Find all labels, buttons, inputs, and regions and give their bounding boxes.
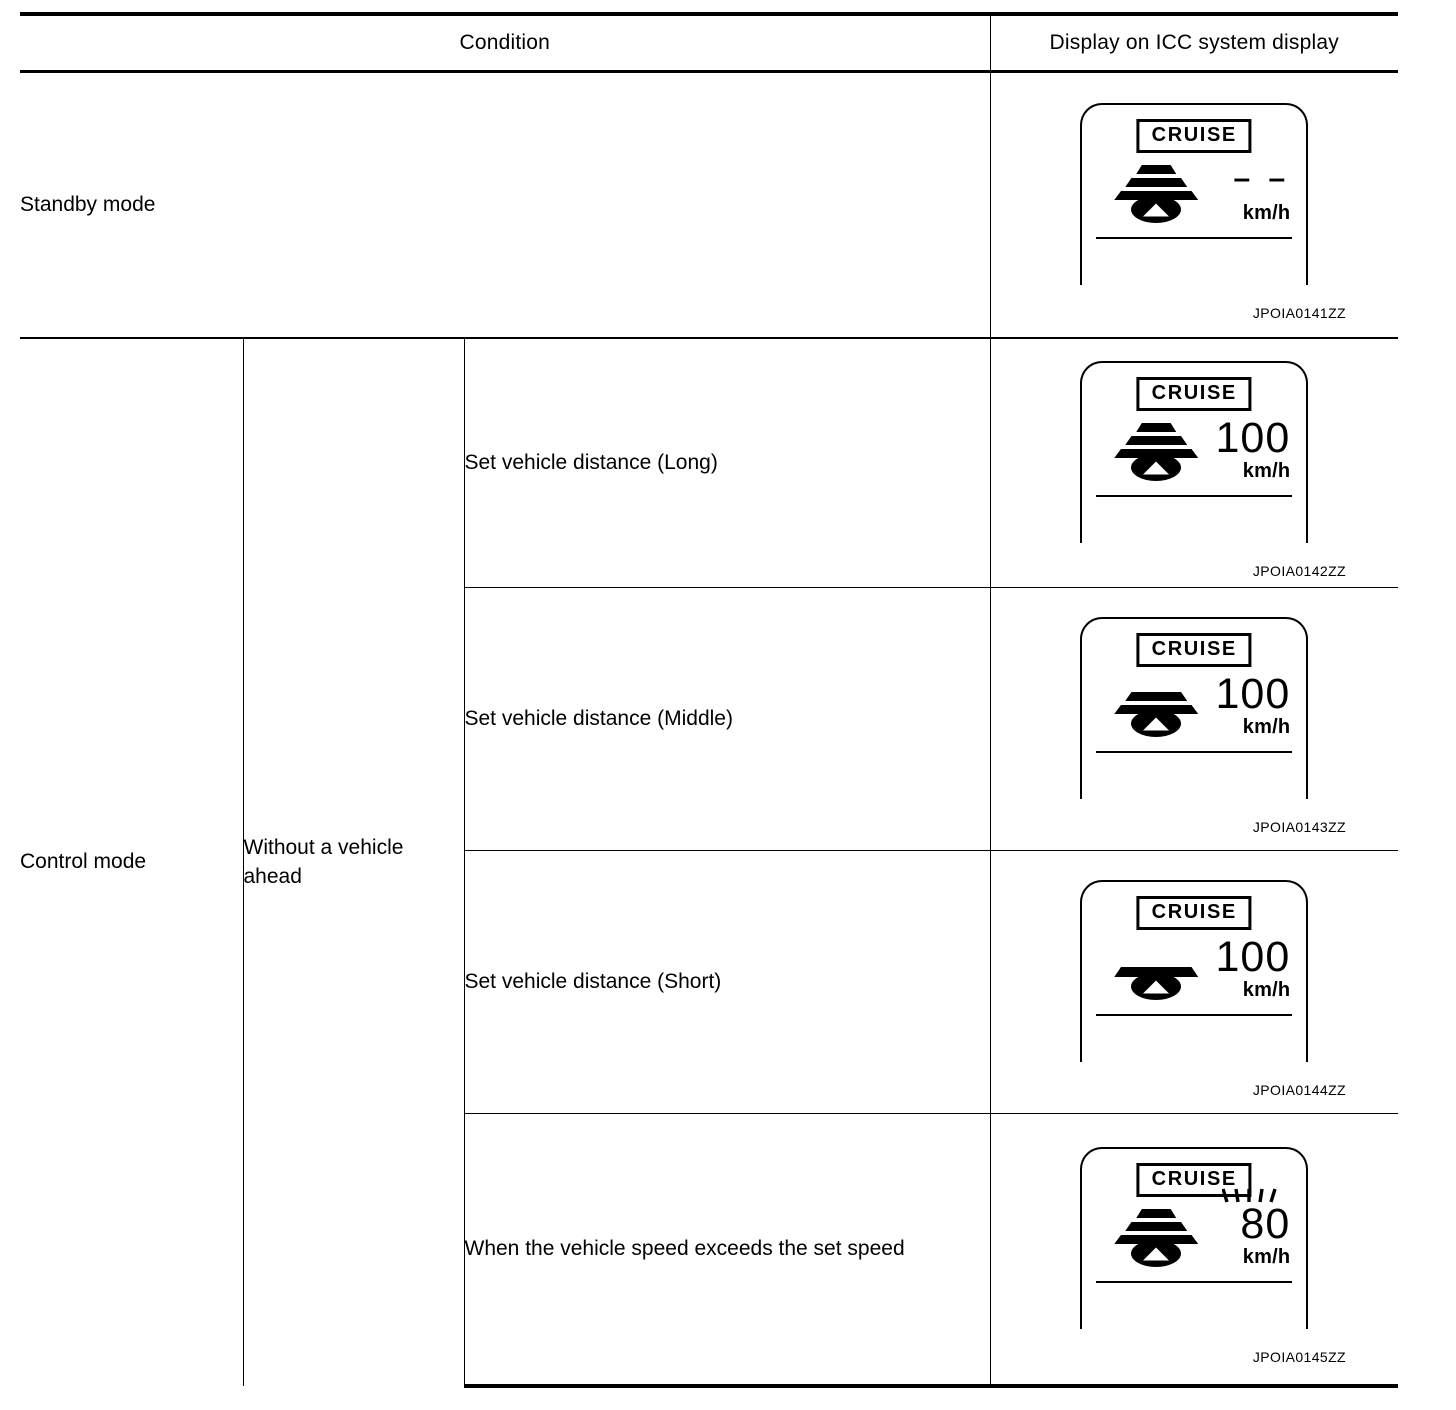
- speed-unit-label: km/h: [1242, 1246, 1291, 1268]
- icc-screen-outline: CRUISE 100 km: [1080, 361, 1309, 543]
- table-row: Set vehicle distance (Short) CRUISE: [20, 850, 1398, 1114]
- icc-figure: CRUISE 100 km/h: [1080, 595, 1309, 805]
- icc-screen-outline: CRUISE – – km: [1080, 103, 1309, 285]
- figure-caption: JPOIA0141ZZ: [1252, 305, 1346, 321]
- set-speed-readout: 100 km/h: [1194, 670, 1291, 739]
- distance-bar-mid-icon: [1125, 178, 1188, 187]
- own-vehicle-icon: [1131, 454, 1182, 481]
- speed-unit-label: km/h: [1242, 716, 1291, 738]
- figure-caption: JPOIA0143ZZ: [1252, 819, 1346, 835]
- cruise-indicator: CRUISE: [1136, 119, 1252, 153]
- cruise-indicator: CRUISE: [1136, 633, 1252, 667]
- row-2-detail: Set vehicle distance (Middle): [464, 587, 991, 851]
- table-row: Standby mode CRUISE: [20, 71, 1398, 339]
- set-speed-value: – –: [1233, 162, 1291, 195]
- own-vehicle-icon: [1131, 710, 1182, 737]
- icc-screen-outline: CRUISE 100 km/h: [1080, 880, 1309, 1062]
- row-3-display: CRUISE 100 km/h: [990, 850, 1398, 1114]
- table-row: Set vehicle distance (Middle) CRUISE: [20, 587, 1398, 851]
- row-1-display: CRUISE 100 km: [990, 338, 1398, 588]
- speed-unit-label: km/h: [1242, 460, 1291, 482]
- own-vehicle-icon: [1131, 1240, 1182, 1267]
- set-speed-readout: – – km/h: [1194, 156, 1291, 225]
- distance-bars: [1108, 1209, 1204, 1244]
- header-condition: Condition: [20, 12, 991, 73]
- set-speed-value: 80: [1240, 1200, 1291, 1249]
- vehicle-distance-indicator-icon: [1108, 659, 1204, 737]
- set-speed-value: 100: [1215, 414, 1291, 463]
- icc-figure: CRUISE – – km: [1080, 81, 1309, 291]
- distance-bar-mid-icon: [1125, 692, 1188, 701]
- figure-caption: JPOIA0144ZZ: [1252, 1082, 1346, 1098]
- icc-figure: CRUISE: [1080, 1125, 1309, 1335]
- screen-baseline: [1096, 751, 1293, 753]
- table-row: Control mode Without a vehicle ahead Set…: [20, 338, 1398, 1386]
- own-vehicle-icon: [1131, 196, 1182, 223]
- set-speed-readout: 100 km/h: [1194, 933, 1291, 1002]
- cruise-indicator: CRUISE: [1136, 1163, 1252, 1197]
- row-3-detail: Set vehicle distance (Short): [464, 850, 991, 1114]
- distance-bar-mid-icon: [1125, 1222, 1188, 1231]
- set-speed-value: 100: [1215, 670, 1291, 719]
- screen-baseline: [1096, 237, 1293, 239]
- figure-caption: JPOIA0142ZZ: [1252, 563, 1346, 579]
- row-0-condition: Standby mode: [20, 71, 991, 339]
- header-display: Display on ICC system display: [990, 12, 1398, 73]
- screen-baseline: [1096, 1281, 1293, 1283]
- own-vehicle-icon: [1131, 973, 1182, 1000]
- cruise-indicator: CRUISE: [1136, 896, 1252, 930]
- speed-unit-label: km/h: [1242, 202, 1291, 224]
- distance-bar-far-icon: [1136, 1209, 1177, 1218]
- icc-figure: CRUISE 100 km: [1080, 339, 1309, 549]
- row-1-detail: Set vehicle distance (Long): [464, 338, 991, 588]
- vehicle-distance-indicator-icon: [1108, 145, 1204, 223]
- row-group-without-vehicle-ahead: Without a vehicle ahead: [243, 338, 465, 1386]
- speed-unit-label: km/h: [1242, 979, 1291, 1001]
- vehicle-distance-indicator-icon: [1108, 922, 1204, 1000]
- figure-caption: JPOIA0145ZZ: [1252, 1349, 1346, 1365]
- distance-bar-near-icon: [1114, 967, 1199, 977]
- blinking-indicator-icon: [1194, 1186, 1290, 1204]
- set-speed-value: 100: [1215, 933, 1291, 982]
- screen-baseline: [1096, 495, 1293, 497]
- row-4-detail: When the vehicle speed exceeds the set s…: [464, 1113, 991, 1388]
- row-4-display: CRUISE: [990, 1113, 1398, 1388]
- icc-condition-table: Condition Display on ICC system display …: [20, 12, 1398, 1388]
- table-row: When the vehicle speed exceeds the set s…: [20, 1113, 1398, 1388]
- icc-screen-outline: CRUISE: [1080, 1147, 1309, 1329]
- distance-bars: [1108, 967, 1204, 977]
- table-header-row: Condition Display on ICC system display: [20, 12, 1398, 73]
- distance-bar-mid-icon: [1125, 436, 1188, 445]
- row-0-display: CRUISE – – km: [990, 71, 1398, 339]
- row-2-display: CRUISE 100 km/h: [990, 587, 1398, 851]
- vehicle-distance-indicator-icon: [1108, 403, 1204, 481]
- distance-bar-far-icon: [1136, 423, 1177, 432]
- distance-bar-far-icon: [1136, 165, 1177, 174]
- row-group-control-mode: Control mode: [20, 338, 244, 1386]
- vehicle-distance-indicator-icon: [1108, 1189, 1204, 1267]
- distance-bars: [1108, 165, 1204, 200]
- set-speed-readout: 100 km/h: [1194, 414, 1291, 483]
- cruise-indicator: CRUISE: [1136, 377, 1252, 411]
- set-speed-readout: 80 km/h: [1194, 1186, 1290, 1269]
- icc-figure: CRUISE 100 km/h: [1080, 858, 1309, 1068]
- screen-baseline: [1096, 1014, 1293, 1016]
- icc-screen-outline: CRUISE 100 km/h: [1080, 617, 1309, 799]
- distance-bars: [1108, 423, 1204, 458]
